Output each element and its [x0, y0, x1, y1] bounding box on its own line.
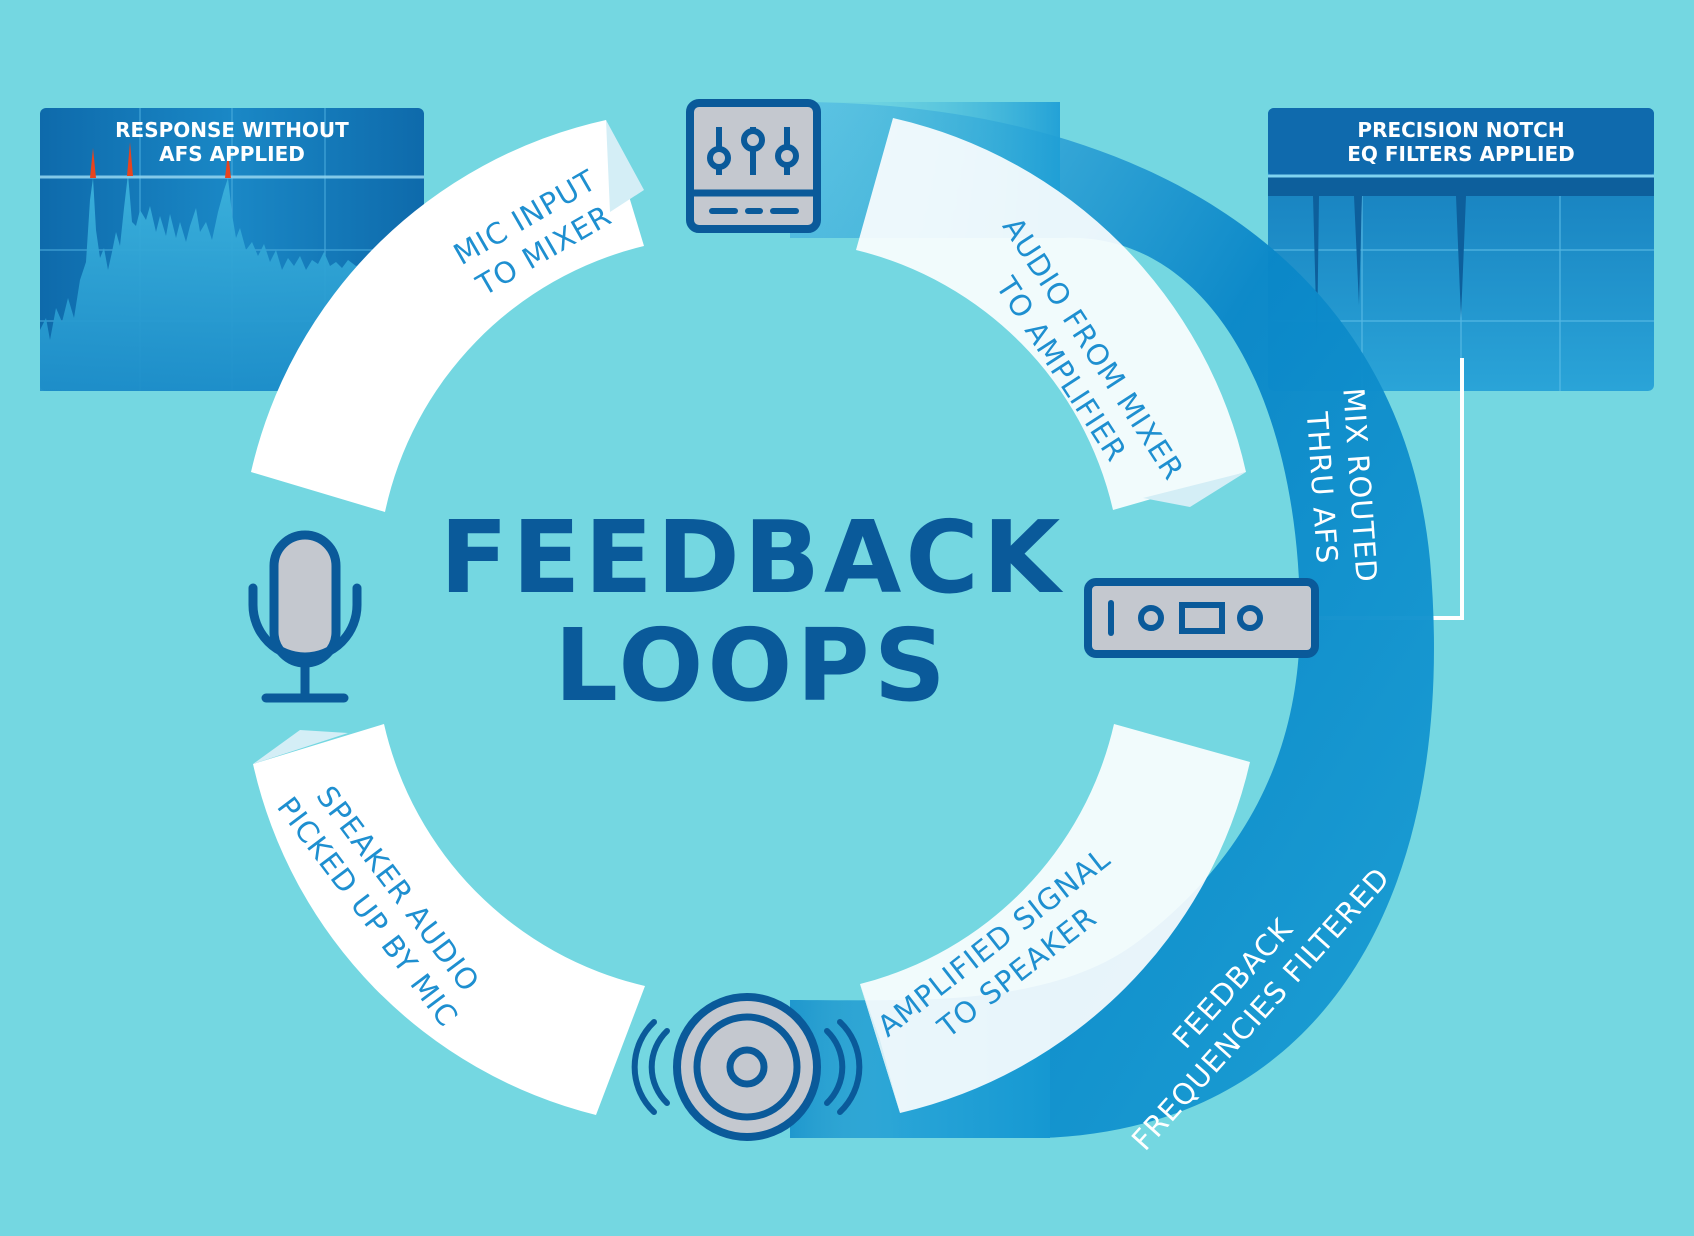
notch-filter — [1456, 196, 1466, 318]
notch-filter — [1354, 196, 1362, 305]
loop-segment-mixer-to-amp — [856, 118, 1246, 510]
panel-title-line-1: PRECISION NOTCH — [1357, 118, 1564, 142]
loop-segment-amp-to-speaker — [860, 724, 1250, 1113]
microphone-icon — [248, 530, 362, 703]
panel-title-line-1: RESPONSE WITHOUT — [115, 118, 349, 142]
feedback-peak — [127, 142, 133, 176]
feedback-peak — [90, 148, 96, 178]
notch-filters-panel: PRECISION NOTCH EQ FILTERS APPLIED — [1268, 108, 1654, 391]
feedback-peak — [225, 152, 231, 178]
route-label-mix-routed: MIX ROUTED THRU AFS — [1300, 387, 1384, 584]
title-line-1: FEEDBACK — [440, 499, 1064, 616]
speaker-icon — [631, 993, 863, 1141]
afs-processor-icon — [1084, 578, 1319, 658]
mixer-icon — [686, 99, 821, 233]
panel-title-line-2: AFS APPLIED — [159, 142, 305, 166]
loop-segment-mic-to-mixer — [251, 120, 644, 512]
loop-segment-speaker-to-mic — [253, 724, 645, 1115]
title-line-2: LOOPS — [554, 607, 950, 724]
panel-title-line-2: EQ FILTERS APPLIED — [1347, 142, 1574, 166]
